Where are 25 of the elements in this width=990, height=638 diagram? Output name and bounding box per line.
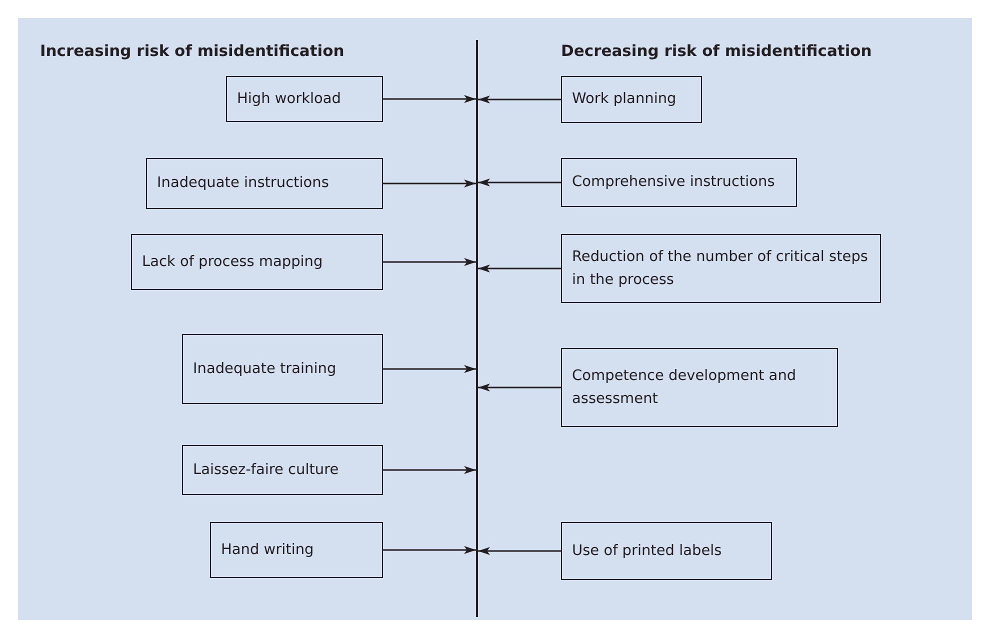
- arrow: [383, 365, 476, 373]
- column-heading: Increasing risk of misidentification: [40, 42, 344, 60]
- arrow: [478, 547, 561, 555]
- arrow: [478, 178, 561, 186]
- factor-box: Reduction of the number of critical steps in the process: [561, 234, 881, 303]
- factor-box: Work planning: [561, 76, 702, 123]
- arrow: [478, 384, 561, 392]
- factor-box: Lack of process mapping: [131, 234, 383, 290]
- column-heading: Decreasing risk of misidentification: [561, 42, 872, 60]
- factor-box: Hand writing: [210, 522, 383, 578]
- factor-box: Inadequate training: [182, 334, 383, 404]
- arrow: [478, 264, 561, 272]
- vertical-line: [476, 40, 478, 617]
- factor-box: High workload: [226, 76, 383, 122]
- arrow: [383, 546, 476, 554]
- factor-box: Use of printed labels: [561, 522, 772, 580]
- arrow: [383, 180, 476, 188]
- factor-box: Competence development and assessment: [561, 348, 838, 427]
- factor-box: Inadequate instructions: [146, 158, 383, 209]
- arrow: [383, 466, 476, 474]
- arrow: [478, 96, 561, 104]
- factor-box: Comprehensive instructions: [561, 158, 797, 207]
- arrow: [383, 258, 476, 266]
- arrow: [383, 95, 476, 103]
- factor-box: Laissez-faire culture: [182, 445, 383, 495]
